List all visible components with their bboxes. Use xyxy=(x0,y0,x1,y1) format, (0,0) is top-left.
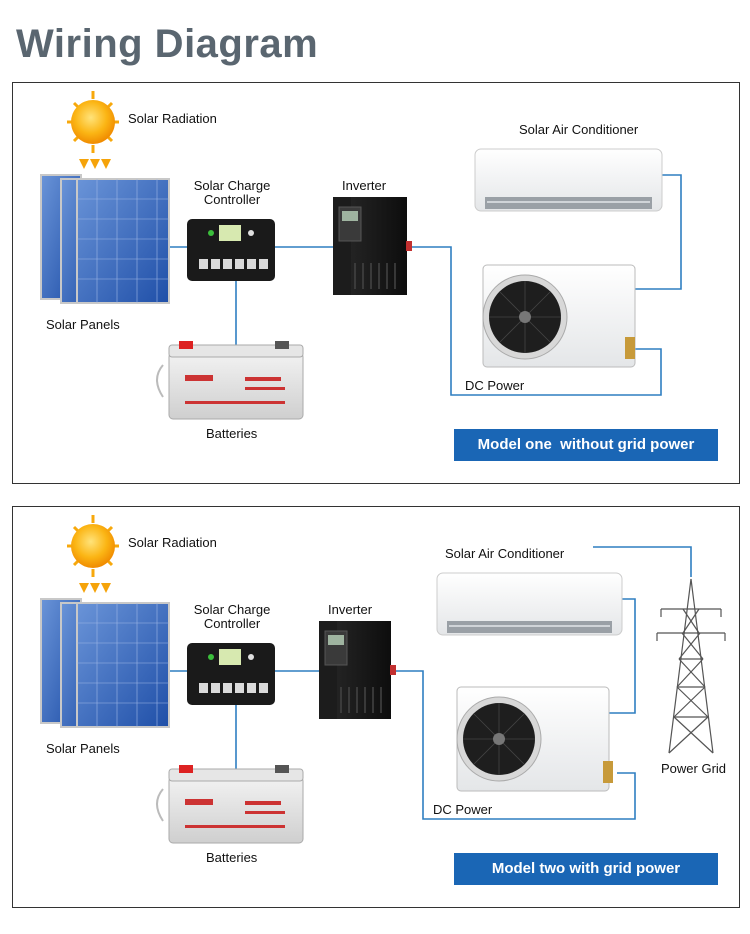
charge-controller-label-line2: Controller xyxy=(203,192,261,207)
dc-power-label: DC Power xyxy=(433,802,493,817)
air-conditioner-label: Solar Air Conditioner xyxy=(519,122,639,137)
charge-controller-icon xyxy=(187,643,275,705)
solar-panels-label: Solar Panels xyxy=(46,741,120,756)
charge-controller-label-line2: Controller xyxy=(203,616,261,631)
wires xyxy=(141,174,682,396)
wires xyxy=(141,546,692,820)
solar-radiation-label: Solar Radiation xyxy=(128,535,217,550)
charge-controller-label-line1: Solar Charge xyxy=(193,602,271,617)
battery-icon xyxy=(156,765,304,844)
indoor-ac-icon xyxy=(474,148,663,212)
dc-power-label: DC Power xyxy=(465,378,525,393)
diagram-model-one: Solar Radiation Solar Panels Solar Charg… xyxy=(12,82,740,484)
charge-controller-label: Solar Charge Controller xyxy=(194,603,271,631)
diagram-one-graphics xyxy=(40,91,682,420)
batteries-label: Batteries xyxy=(206,850,258,865)
inverter-icon xyxy=(319,621,396,719)
model-two-banner: Model two with grid power xyxy=(454,853,718,885)
inverter-label: Inverter xyxy=(328,602,373,617)
batteries-label: Batteries xyxy=(206,426,258,441)
power-grid-tower-icon xyxy=(656,578,726,754)
diagram-two-graphics xyxy=(40,515,726,844)
page-title: Wiring Diagram xyxy=(16,22,319,66)
outdoor-ac-icon xyxy=(456,686,613,792)
indoor-ac-icon xyxy=(436,572,623,636)
charge-controller-icon xyxy=(187,219,275,281)
inverter-label: Inverter xyxy=(342,178,387,193)
sun-icon xyxy=(67,91,119,169)
power-grid-label: Power Grid xyxy=(661,761,727,776)
diagram-model-two: Solar Radiation Solar Panels Solar Charg… xyxy=(12,506,740,908)
solar-panels-label: Solar Panels xyxy=(46,317,120,332)
solar-panels-icon xyxy=(40,598,170,728)
battery-icon xyxy=(156,341,304,420)
inverter-icon xyxy=(333,197,412,295)
charge-controller-label-line1: Solar Charge xyxy=(193,178,271,193)
outdoor-ac-icon xyxy=(482,264,636,368)
charge-controller-label: Solar Charge Controller xyxy=(194,179,271,207)
solar-radiation-label: Solar Radiation xyxy=(128,111,217,126)
model-one-banner: Model one without grid power xyxy=(454,429,718,461)
solar-panels-icon xyxy=(40,174,170,304)
sun-icon xyxy=(67,515,119,593)
air-conditioner-label: Solar Air Conditioner xyxy=(445,546,565,561)
